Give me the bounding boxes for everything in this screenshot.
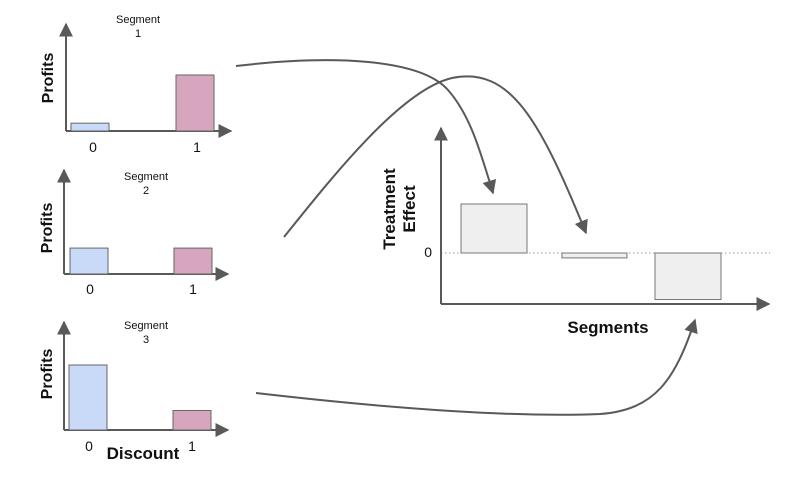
- segment-1-title-line1: Segment: [116, 14, 160, 26]
- segment-1-bar-discount-0: [70, 122, 110, 132]
- segment-2-bar-discount-1: [173, 247, 213, 275]
- arrow-segment-1-to-effect: [235, 59, 497, 195]
- discount-axis-label: Discount: [107, 444, 180, 463]
- segment-3-title-line2: 3: [143, 334, 149, 346]
- segment-1-tick-0: 0: [89, 139, 97, 155]
- segment-2-y-axis-label: Profits: [39, 203, 56, 254]
- effect-zero-label: 0: [424, 244, 432, 260]
- segment-3-title-line1: Segment: [124, 320, 168, 332]
- segment-2-title-line1: Segment: [124, 171, 168, 183]
- segment-1-bar-discount-1: [175, 74, 215, 132]
- segment-2-tick-0: 0: [86, 281, 94, 297]
- segment-2-tick-1: 1: [189, 281, 197, 297]
- effect-bar-segment-3: [654, 252, 722, 301]
- arrow-segment-3-to-effect: [255, 318, 698, 416]
- effect-y-axis-label-line2: Effect: [400, 185, 419, 233]
- effect-bar-segment-2: [561, 252, 628, 259]
- segment-2-chart: Segment 2 Profits 0 1: [39, 168, 230, 297]
- effect-bar-segment-1: [460, 203, 528, 254]
- effect-y-axis-label-line1: Treatment: [380, 168, 399, 250]
- segment-1-tick-1: 1: [193, 139, 201, 155]
- arrow-segment-2-to-effect: [283, 75, 588, 238]
- segment-3-bar-discount-0: [68, 364, 108, 431]
- segment-1-y-axis-label: Profits: [40, 53, 57, 104]
- segments-axis-label: Segments: [567, 318, 648, 337]
- segment-3-y-axis-label: Profits: [39, 349, 56, 400]
- treatment-effect-chart: Treatment Effect 0 Segments: [380, 126, 771, 337]
- segment-2-bar-discount-0: [69, 247, 109, 275]
- segment-3-tick-1: 1: [188, 438, 196, 454]
- segment-1-chart: Segment 1 Profits 0 1: [40, 14, 233, 155]
- segment-2-title-line2: 2: [143, 185, 149, 197]
- segment-1-title-line2: 1: [135, 28, 141, 40]
- segment-3-tick-0: 0: [85, 438, 93, 454]
- segment-3-chart: Segment 3 Profits 0 1: [39, 320, 230, 454]
- segment-3-bar-discount-1: [172, 410, 212, 431]
